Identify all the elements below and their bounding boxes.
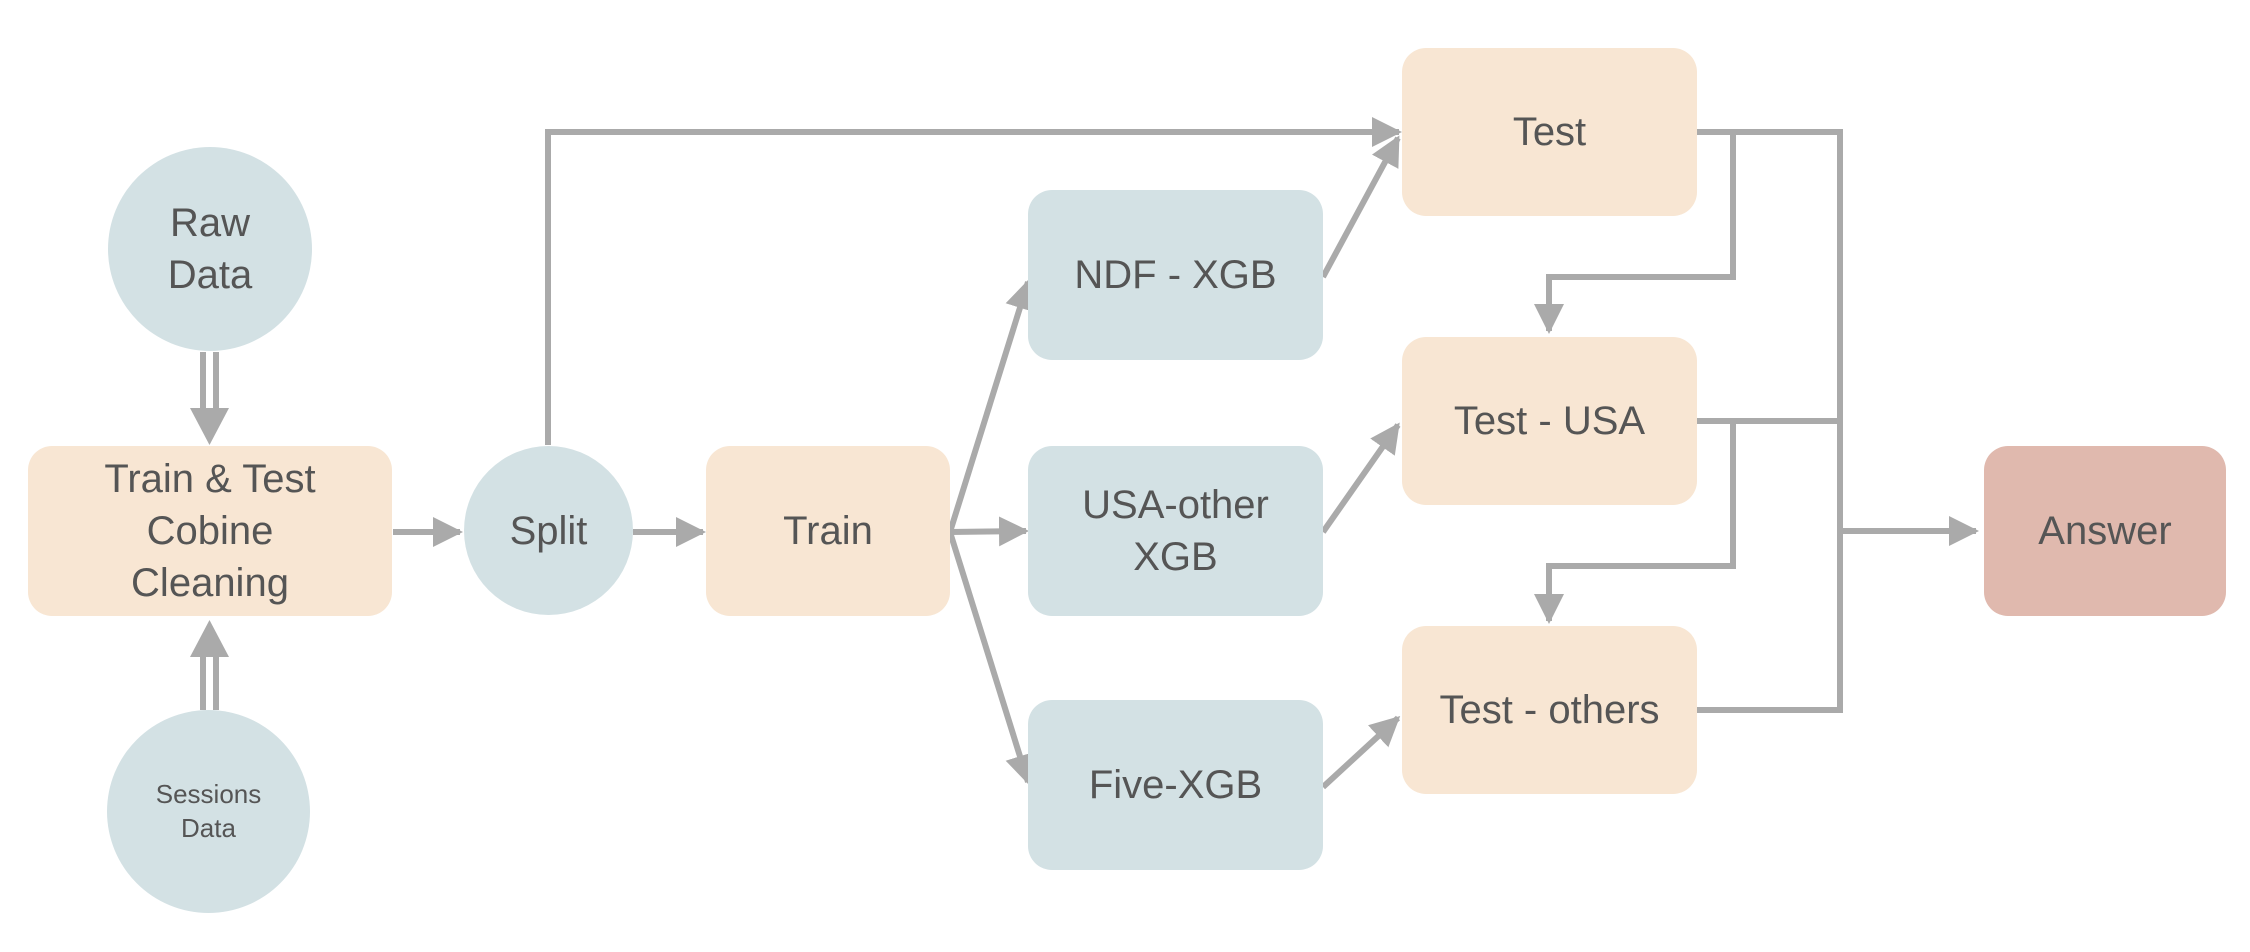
edge-test-to-test-usa: [1534, 132, 1736, 334]
train-label: Train: [783, 509, 873, 553]
test-others-label: Test - others: [1439, 688, 1660, 732]
test-label: Test: [1512, 110, 1587, 154]
sessions-data-node: Sessions Data: [107, 710, 310, 913]
answer-node: Answer: [1984, 446, 2226, 616]
usa-other-xgb-node: USA-other XGB: [1028, 446, 1323, 616]
combine-label: Train & Test Cobine Cleaning: [104, 457, 316, 605]
train-node: Train: [706, 446, 950, 616]
test-node: Test: [1402, 48, 1697, 216]
split-label: Split: [509, 508, 588, 553]
answer-label: Answer: [2038, 509, 2172, 553]
five-xgb-label: Five-XGB: [1088, 763, 1263, 807]
edge-usa-other-to-test-usa: [1320, 422, 1401, 534]
raw-data-label: Raw Data: [167, 201, 253, 297]
edge-test-usa-to-test-others: [1534, 421, 1736, 624]
five-xgb-node: Five-XGB: [1028, 700, 1323, 870]
edge-raw-to-combine-head: [190, 408, 229, 445]
combine-node: Train & Test Cobine Cleaning: [28, 446, 392, 616]
edge-split-to-test: [545, 117, 1402, 445]
raw-data-node: Raw Data: [108, 147, 312, 351]
edge-train-to-ndf: [947, 279, 1035, 533]
test-others-node: Test - others: [1402, 626, 1697, 794]
ndf-xgb-node: NDF - XGB: [1028, 190, 1323, 360]
edge-five-to-test-others: [1320, 715, 1401, 790]
ndf-xgb-label: NDF - XGB: [1074, 253, 1277, 297]
sessions-data-label: Sessions Data: [155, 778, 262, 843]
edge-sessions-to-combine-head: [190, 620, 229, 657]
edge-ndf-to-test: [1320, 135, 1401, 279]
split-node: Split: [464, 446, 633, 615]
test-usa-label: Test - USA: [1453, 399, 1646, 443]
edge-train-to-five: [947, 531, 1035, 785]
usa-other-xgb-label: USA-other XGB: [1082, 483, 1269, 579]
edge-train-to-usa-other: [949, 516, 1029, 547]
test-usa-node: Test - USA: [1402, 337, 1697, 505]
